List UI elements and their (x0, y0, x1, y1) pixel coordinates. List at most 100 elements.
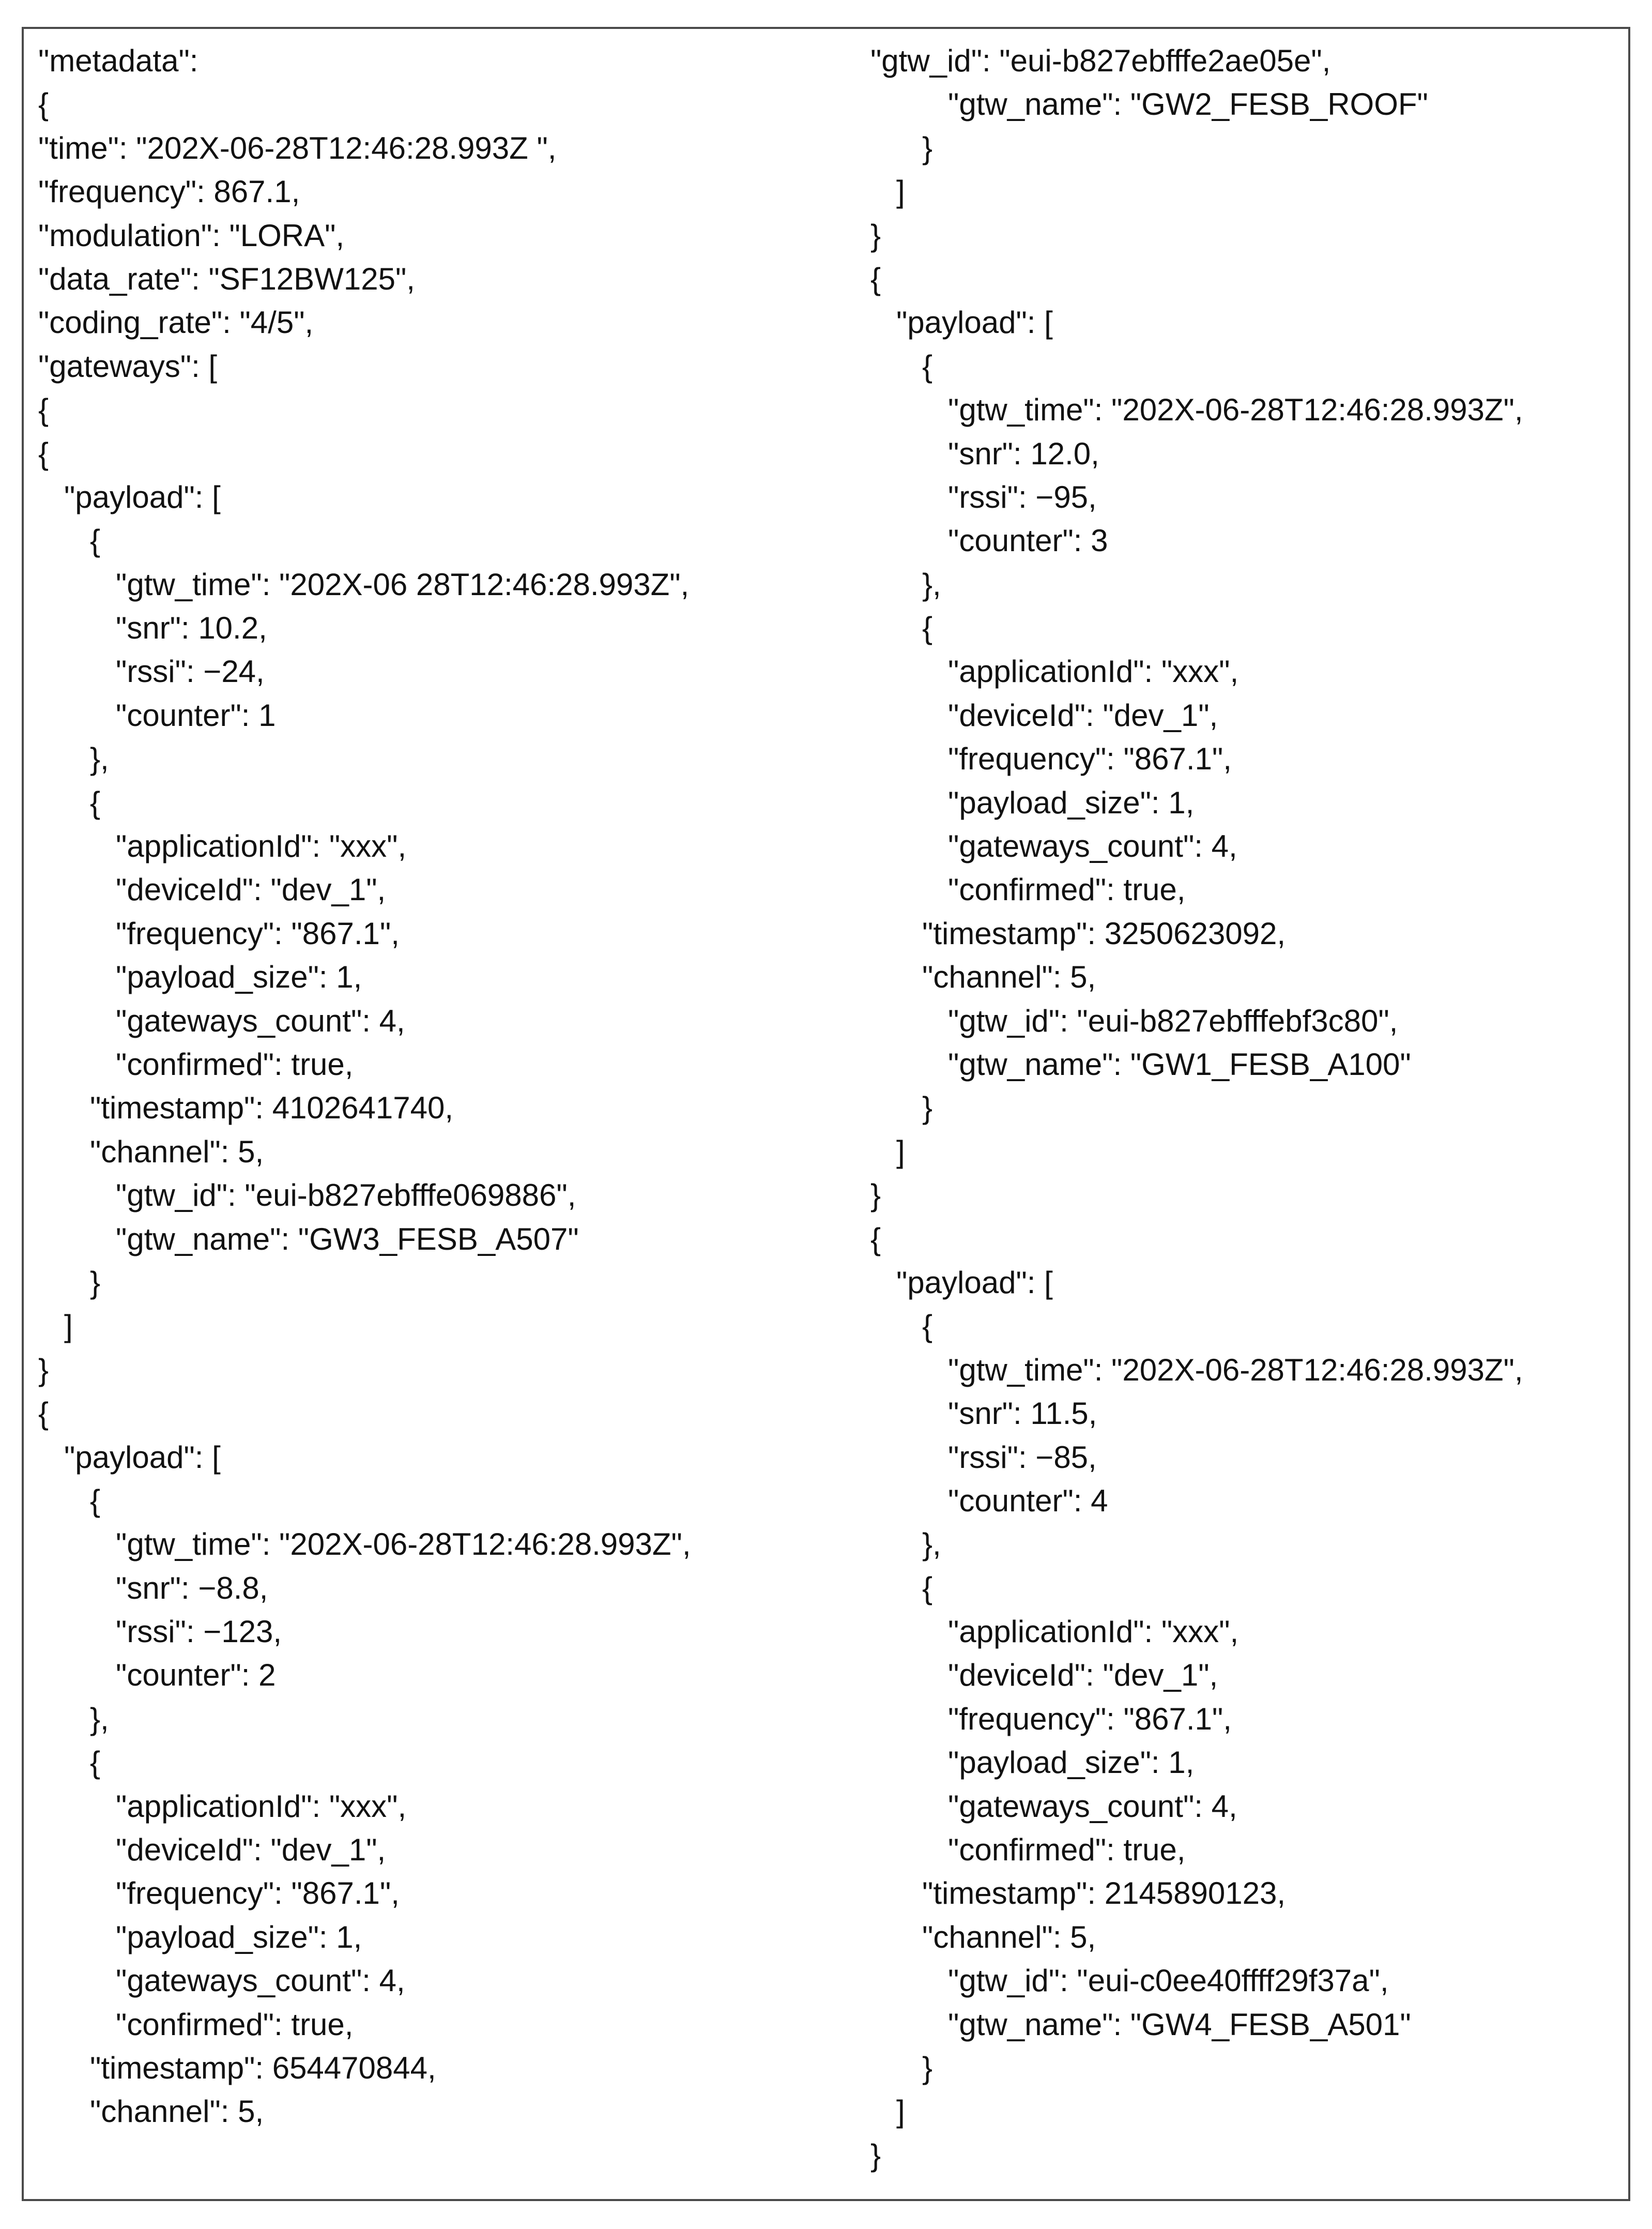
code-line: "gtw_name": "GW2_FESB_ROOF" (870, 87, 1428, 122)
code-line: } (870, 218, 881, 253)
code-line: "deviceId": "dev_1", (38, 872, 386, 907)
code-line: "frequency": 867.1, (38, 174, 300, 209)
code-line: "gateways_count": 4, (38, 1963, 405, 1998)
right-code-column: "gtw_id": "eui-b827ebfffe2ae05e", "gtw_n… (870, 39, 1523, 2177)
code-line: }, (870, 567, 941, 602)
code-line: } (38, 1352, 49, 1387)
code-line: "payload_size": 1, (38, 1919, 362, 1954)
code-line: "gtw_time": "202X-06-28T12:46:28.993Z", (38, 1527, 691, 1562)
code-line: "counter": 3 (870, 523, 1108, 558)
code-line: "counter": 1 (38, 697, 276, 733)
code-line: { (38, 87, 49, 122)
code-line: }, (38, 1701, 109, 1736)
code-line: "payload_size": 1, (870, 1745, 1195, 1780)
code-line: "gateways_count": 4, (38, 1003, 405, 1038)
code-line: "timestamp": 3250623092, (870, 916, 1286, 951)
code-line: "modulation": "LORA", (38, 218, 345, 253)
code-line: "timestamp": 654470844, (38, 2050, 436, 2085)
code-line: "counter": 4 (870, 1483, 1108, 1518)
code-line: "gtw_name": "GW1_FESB_A100" (870, 1047, 1411, 1082)
code-line: ] (870, 1134, 905, 1169)
code-line: "rssi": −85, (870, 1439, 1097, 1475)
code-line: "counter": 2 (38, 1658, 276, 1693)
code-line: "frequency": "867.1", (870, 1701, 1232, 1736)
code-line: } (870, 2050, 933, 2085)
code-line: "channel": 5, (870, 1919, 1096, 1954)
code-line: { (38, 523, 101, 558)
code-line: "payload": [ (38, 1439, 221, 1475)
code-line: "applicationId": "xxx", (38, 1788, 407, 1824)
code-line: "payload_size": 1, (38, 960, 362, 995)
code-line: { (38, 1396, 49, 1431)
code-line: { (870, 1309, 933, 1344)
code-line: "gtw_id": "eui-b827ebfffe069886", (38, 1178, 576, 1213)
code-line: { (870, 611, 933, 646)
code-line: { (870, 1570, 933, 1605)
code-line: "gtw_name": "GW3_FESB_A507" (38, 1221, 579, 1256)
code-line: "confirmed": true, (38, 1047, 354, 1082)
json-document-frame: "metadata": { "time": "202X-06-28T12:46:28… (22, 27, 1630, 2201)
code-line: "timestamp": 4102641740, (38, 1090, 454, 1126)
code-line: "deviceId": "dev_1", (870, 1658, 1218, 1693)
code-line: { (38, 436, 49, 471)
code-line: "confirmed": true, (870, 872, 1186, 907)
code-line: "gateways_count": 4, (870, 1788, 1237, 1824)
code-line: } (870, 2137, 881, 2173)
code-line: }, (38, 741, 109, 777)
code-line: "payload": [ (38, 479, 221, 514)
code-line: "time": "202X-06-28T12:46:28.993Z ", (38, 130, 557, 165)
code-line: "gtw_time": "202X-06 28T12:46:28.993Z", (38, 567, 690, 602)
left-code-column: "metadata": { "time": "202X-06-28T12:46:28… (38, 39, 691, 2134)
code-line: ] (870, 174, 905, 209)
code-line: { (870, 348, 933, 384)
code-line: "data_rate": "SF12BW125", (38, 261, 415, 296)
code-line: "applicationId": "xxx", (38, 829, 407, 864)
code-line: "rssi": −24, (38, 654, 265, 689)
code-line: "deviceId": "dev_1", (870, 697, 1218, 733)
code-line: "payload_size": 1, (870, 785, 1195, 820)
code-line: "gtw_id": "eui-c0ee40ffff29f37a", (870, 1963, 1389, 1998)
code-line: "payload": [ (870, 1265, 1053, 1300)
code-line: "timestamp": 2145890123, (870, 1876, 1286, 1911)
code-line: "metadata": (38, 43, 198, 78)
code-line: "applicationId": "xxx", (870, 654, 1239, 689)
code-line: "gtw_time": "202X-06-28T12:46:28.993Z", (870, 392, 1523, 428)
code-line: } (870, 130, 933, 165)
code-line: { (870, 261, 881, 296)
code-line: "coding_rate": "4/5", (38, 305, 314, 340)
code-line: { (38, 1483, 101, 1518)
code-line: "gtw_time": "202X-06-28T12:46:28.993Z", (870, 1352, 1523, 1387)
code-line: "frequency": "867.1", (38, 916, 400, 951)
code-line: { (38, 392, 49, 428)
code-line: "payload": [ (870, 305, 1053, 340)
code-line: }, (870, 1527, 941, 1562)
code-line: { (38, 1745, 101, 1780)
code-line: "deviceId": "dev_1", (38, 1832, 386, 1868)
code-line: "snr": 10.2, (38, 611, 267, 646)
code-line: "rssi": −123, (38, 1614, 282, 1649)
code-line: "rssi": −95, (870, 479, 1097, 514)
code-line: "snr": 12.0, (870, 436, 1099, 471)
code-line: "confirmed": true, (38, 2007, 354, 2042)
code-line: ] (38, 1309, 73, 1344)
code-line: } (870, 1090, 933, 1126)
code-line: "snr": −8.8, (38, 1570, 268, 1605)
code-line: "channel": 5, (38, 1134, 264, 1169)
code-line: "channel": 5, (870, 960, 1096, 995)
code-line: "applicationId": "xxx", (870, 1614, 1239, 1649)
code-line: } (870, 1178, 881, 1213)
code-line: "gtw_id": "eui-b827ebfffe2ae05e", (870, 43, 1331, 78)
code-line: { (38, 785, 101, 820)
code-line: "frequency": "867.1", (870, 741, 1232, 777)
code-line: "channel": 5, (38, 2094, 264, 2129)
code-line: "gateways": [ (38, 348, 218, 384)
code-line: } (38, 1265, 101, 1300)
code-line: ] (870, 2094, 905, 2129)
code-line: "confirmed": true, (870, 1832, 1186, 1868)
code-line: "gtw_id": "eui-b827ebfffebf3c80", (870, 1003, 1398, 1038)
code-line: "gtw_name": "GW4_FESB_A501" (870, 2007, 1411, 2042)
code-line: "frequency": "867.1", (38, 1876, 400, 1911)
code-line: { (870, 1221, 881, 1256)
code-line: "snr": 11.5, (870, 1396, 1097, 1431)
code-line: "gateways_count": 4, (870, 829, 1237, 864)
